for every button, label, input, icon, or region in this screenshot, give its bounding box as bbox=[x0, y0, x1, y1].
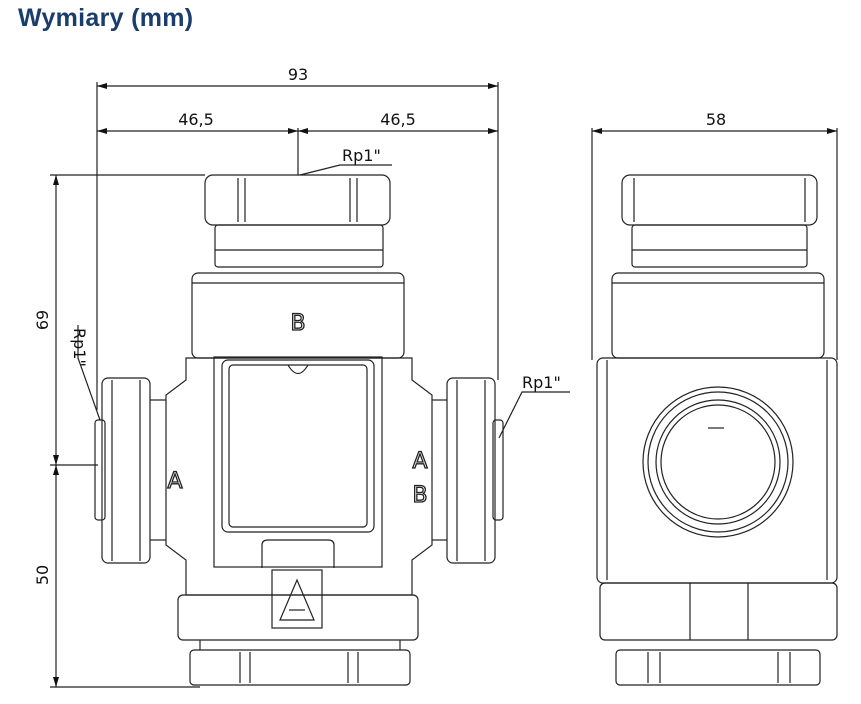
port-label-right-bottom: B bbox=[412, 483, 427, 508]
page-title: Wymiary (mm) bbox=[18, 4, 194, 32]
thread-label-right: Rp1" bbox=[522, 373, 561, 392]
port-label-right-top: A bbox=[412, 449, 427, 474]
dim-side-width: 58 bbox=[706, 110, 726, 129]
thread-label-top: Rp1" bbox=[342, 146, 381, 165]
dim-height-upper: 69 bbox=[33, 310, 52, 330]
dim-total-width: 93 bbox=[288, 65, 308, 84]
thread-label-left: Rp1" bbox=[70, 328, 89, 367]
dim-height-lower: 50 bbox=[33, 565, 52, 585]
port-label-left: A bbox=[167, 469, 182, 494]
side-view bbox=[591, 128, 838, 686]
dim-half-left: 46,5 bbox=[178, 110, 214, 129]
port-label-top: B bbox=[290, 311, 305, 336]
dim-half-right: 46,5 bbox=[380, 110, 416, 129]
dimension-lines bbox=[53, 83, 837, 687]
front-view bbox=[50, 82, 504, 688]
